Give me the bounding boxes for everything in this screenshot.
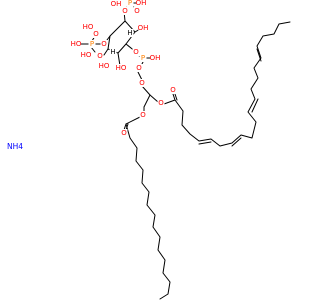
o-label: O (139, 79, 145, 87)
bond-p3-o-glycerol (137, 71, 143, 81)
ammonium-ion: NH4 (7, 142, 23, 151)
fatty-chain-saturated (125, 123, 171, 300)
o-label: O (170, 86, 176, 94)
h-label: H (110, 48, 115, 56)
o-label: O (101, 40, 107, 48)
o-label-background (169, 86, 177, 94)
p-label: P (141, 54, 145, 62)
oh-label-background (111, 0, 121, 8)
double-bond-3 (251, 98, 259, 113)
bond-ring-o5 (117, 52, 121, 67)
oh-label-background (138, 24, 148, 32)
o-label-background (121, 7, 129, 15)
oh-label-background (136, 0, 146, 7)
bond-c-o-ester2 (149, 94, 159, 103)
o-label-background (133, 7, 141, 15)
o-label: O (93, 30, 99, 38)
p-label: P (128, 0, 132, 7)
bond-o-co1 (125, 116, 141, 125)
double-bond-4 (256, 48, 262, 62)
o-label-background (157, 99, 165, 107)
o-label-background (96, 52, 104, 60)
o-label: O (121, 129, 127, 137)
ho-label-background (116, 64, 126, 72)
p-label: P (90, 40, 94, 48)
o-label: O (133, 48, 139, 56)
h-label-background (109, 48, 117, 56)
ho-label: HO (99, 62, 110, 70)
ho-label: HO (71, 40, 82, 48)
bond-o-co2 (163, 99, 176, 105)
bond-c-c (143, 94, 151, 108)
ho-label-background (81, 51, 91, 59)
oh-label: OH (111, 0, 122, 8)
o-label-background (100, 40, 108, 48)
h-label: H (127, 29, 132, 37)
o-label: O (134, 7, 140, 15)
o-label: O (97, 52, 103, 60)
ho-label: HO (81, 51, 92, 59)
bond-co2-double (174, 93, 178, 101)
bond-co2 (172, 93, 176, 101)
double-bond-1 (198, 141, 212, 145)
o-label-background (139, 111, 147, 119)
p-label-background (139, 54, 147, 62)
p-label-background (126, 0, 134, 7)
o-label: O (158, 99, 164, 107)
o-label-background (92, 30, 100, 38)
ho-label-background (99, 62, 109, 70)
oh-label-background (150, 54, 160, 62)
h-label-background (126, 29, 134, 37)
bond-ring-o3 (103, 48, 109, 56)
bond-o-ch2 (141, 85, 151, 96)
ho-label-background (83, 23, 93, 31)
o-label: O (136, 64, 142, 72)
o-label: O (122, 7, 128, 15)
p-label-background (88, 40, 96, 48)
o-label-background (138, 79, 146, 87)
fatty-chain-polyunsaturated (174, 21, 291, 147)
o-label-background (135, 64, 143, 72)
ho-label: HO (116, 64, 127, 72)
oh-label: OH (138, 24, 149, 32)
oh-label: OH (150, 54, 161, 62)
o-label-background (132, 48, 140, 56)
double-bond-2 (231, 137, 242, 147)
ho-label-background (71, 40, 81, 48)
ho-label: HO (83, 23, 94, 31)
o-label-background (120, 129, 128, 137)
oh-label: OH (136, 0, 147, 7)
o-label: O (140, 111, 146, 119)
